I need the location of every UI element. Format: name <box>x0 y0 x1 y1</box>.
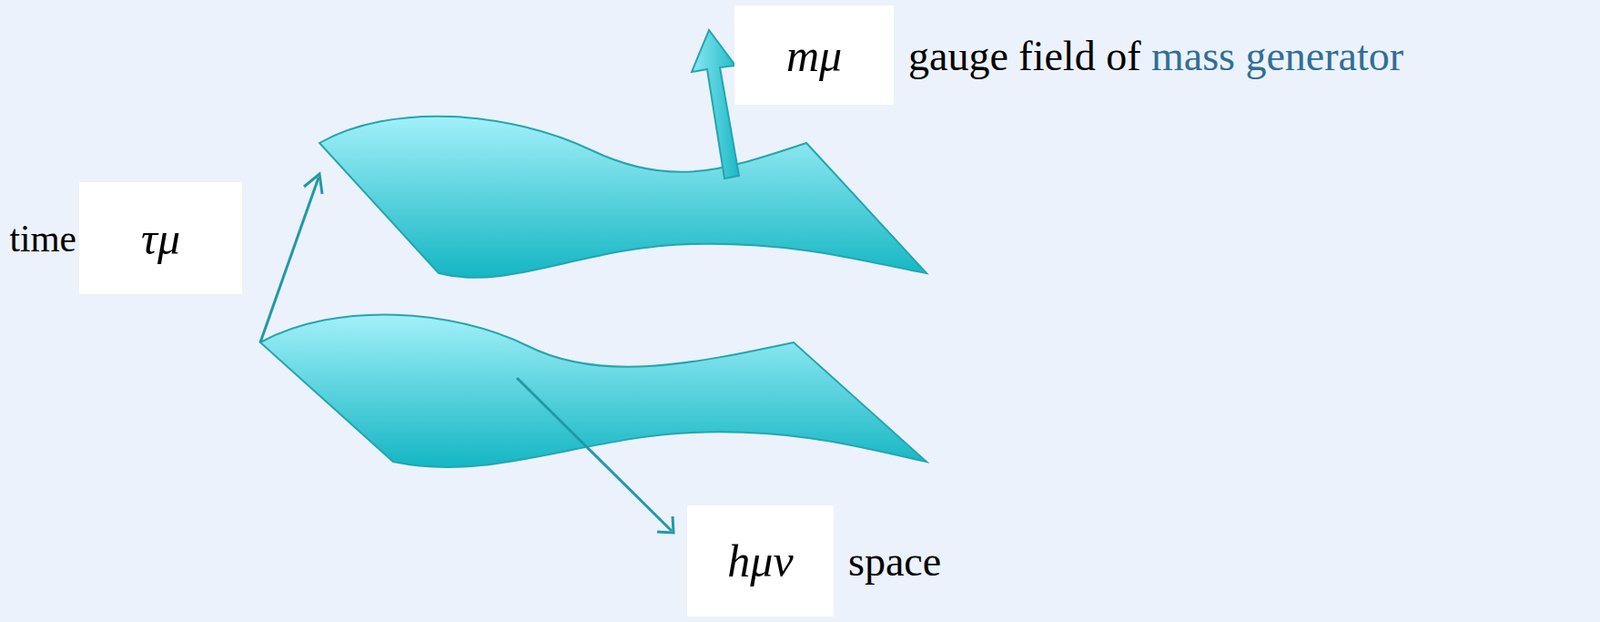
outside-text: space <box>833 536 942 586</box>
m-symbol: mμ <box>786 29 842 82</box>
label-box: τμtime <box>79 182 243 294</box>
label-box: mμgauge field ofmass generator <box>734 5 894 105</box>
mass-generator-label: mass generator <box>1151 30 1404 80</box>
outside-text: gauge field ofmass generator <box>893 30 1404 80</box>
outside-text: time <box>9 216 80 261</box>
gauge-label: gauge field of <box>908 30 1141 80</box>
gauge-arrow <box>691 30 740 179</box>
space-label: space <box>848 536 942 586</box>
time-label: time <box>9 216 77 261</box>
space-arrow <box>516 377 674 533</box>
lower-sheet <box>260 314 927 467</box>
upper-sheet <box>319 116 927 278</box>
h-symbol: hμν <box>727 534 793 588</box>
tau-symbol: τμ <box>141 212 181 265</box>
label-box: hμνspace <box>687 505 834 617</box>
time-arrow <box>260 173 323 343</box>
